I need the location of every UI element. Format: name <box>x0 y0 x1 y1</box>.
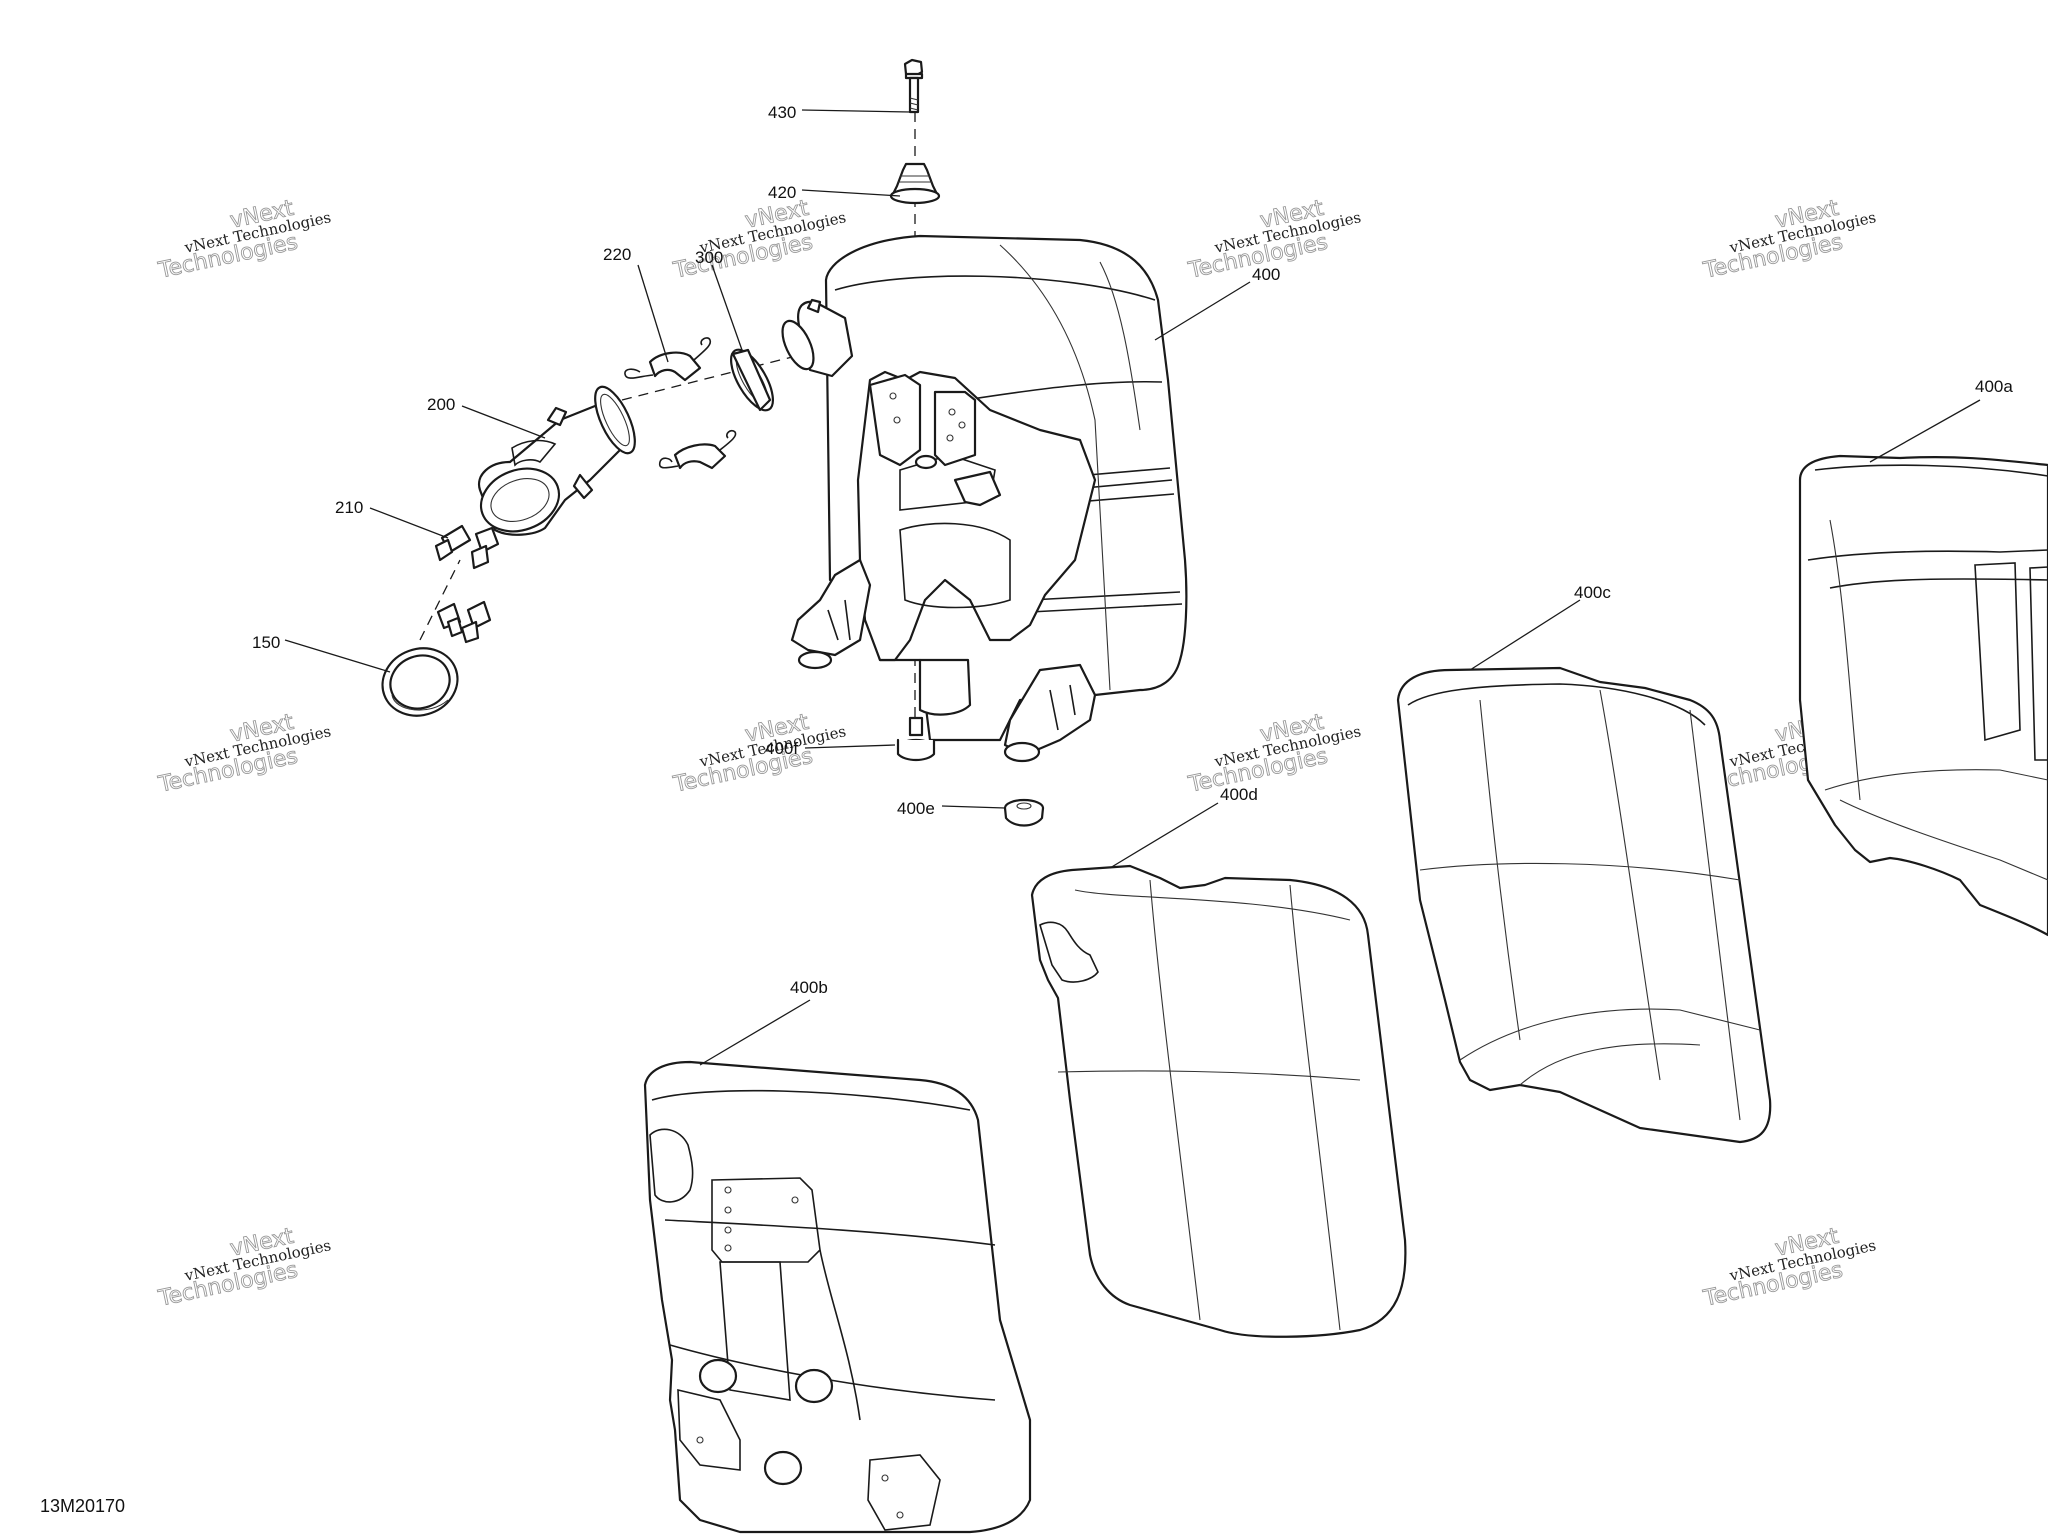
callout-430: 430 <box>768 103 796 122</box>
part-400a-shield <box>1798 454 2048 937</box>
part-400c-shield <box>1396 666 1772 1144</box>
callout-400b: 400b <box>790 978 828 997</box>
callout-150: 150 <box>252 633 280 652</box>
part-210-sensors <box>434 524 500 644</box>
callout-220: 220 <box>603 245 631 264</box>
watermark: Technologies vNext vNext Technologies <box>670 709 847 798</box>
watermark: Technologies vNext vNext Technologies <box>670 195 847 284</box>
part-400e-bushing <box>1003 798 1045 827</box>
callout-400f: 400f <box>765 739 798 758</box>
watermark: Technologies vNext vNext Technologies <box>1700 1223 1877 1312</box>
part-400f-bushing <box>896 716 936 762</box>
part-400d-shield <box>1030 864 1407 1338</box>
part-200-elbow <box>477 385 636 536</box>
watermark: Technologies vNext vNext Technologies <box>1700 195 1877 284</box>
callout-400e: 400e <box>897 799 935 818</box>
watermark: Technologies vNext vNext Technologies <box>1185 709 1362 798</box>
watermark: Technologies vNext vNext Technologies <box>155 1223 332 1312</box>
callout-200: 200 <box>427 395 455 414</box>
part-420-grommet <box>889 162 941 205</box>
leader-lines <box>284 109 1981 1066</box>
callout-400c: 400c <box>1574 583 1611 602</box>
part-400b-shield <box>643 1060 1032 1534</box>
callout-420: 420 <box>768 183 796 202</box>
figure-id: 13M20170 <box>40 1496 125 1516</box>
callout-300: 300 <box>695 248 723 267</box>
callout-400d: 400d <box>1220 785 1258 804</box>
callout-210: 210 <box>335 498 363 517</box>
part-400-muffler <box>781 234 1188 763</box>
part-430-bolt <box>903 58 924 114</box>
watermark: Technologies vNext vNext Technologies <box>155 195 332 284</box>
watermark: Technologies vNext vNext Technologies <box>155 709 332 798</box>
part-300-gasket <box>730 348 774 412</box>
part-220-spring-upper <box>624 337 712 382</box>
part-150-ring <box>381 647 459 717</box>
callout-400: 400 <box>1252 265 1280 284</box>
callout-labels: 430 420 220 300 400 400a 200 210 150 400… <box>252 103 2013 997</box>
part-220-spring-lower <box>658 429 737 470</box>
callout-400a: 400a <box>1975 377 2013 396</box>
